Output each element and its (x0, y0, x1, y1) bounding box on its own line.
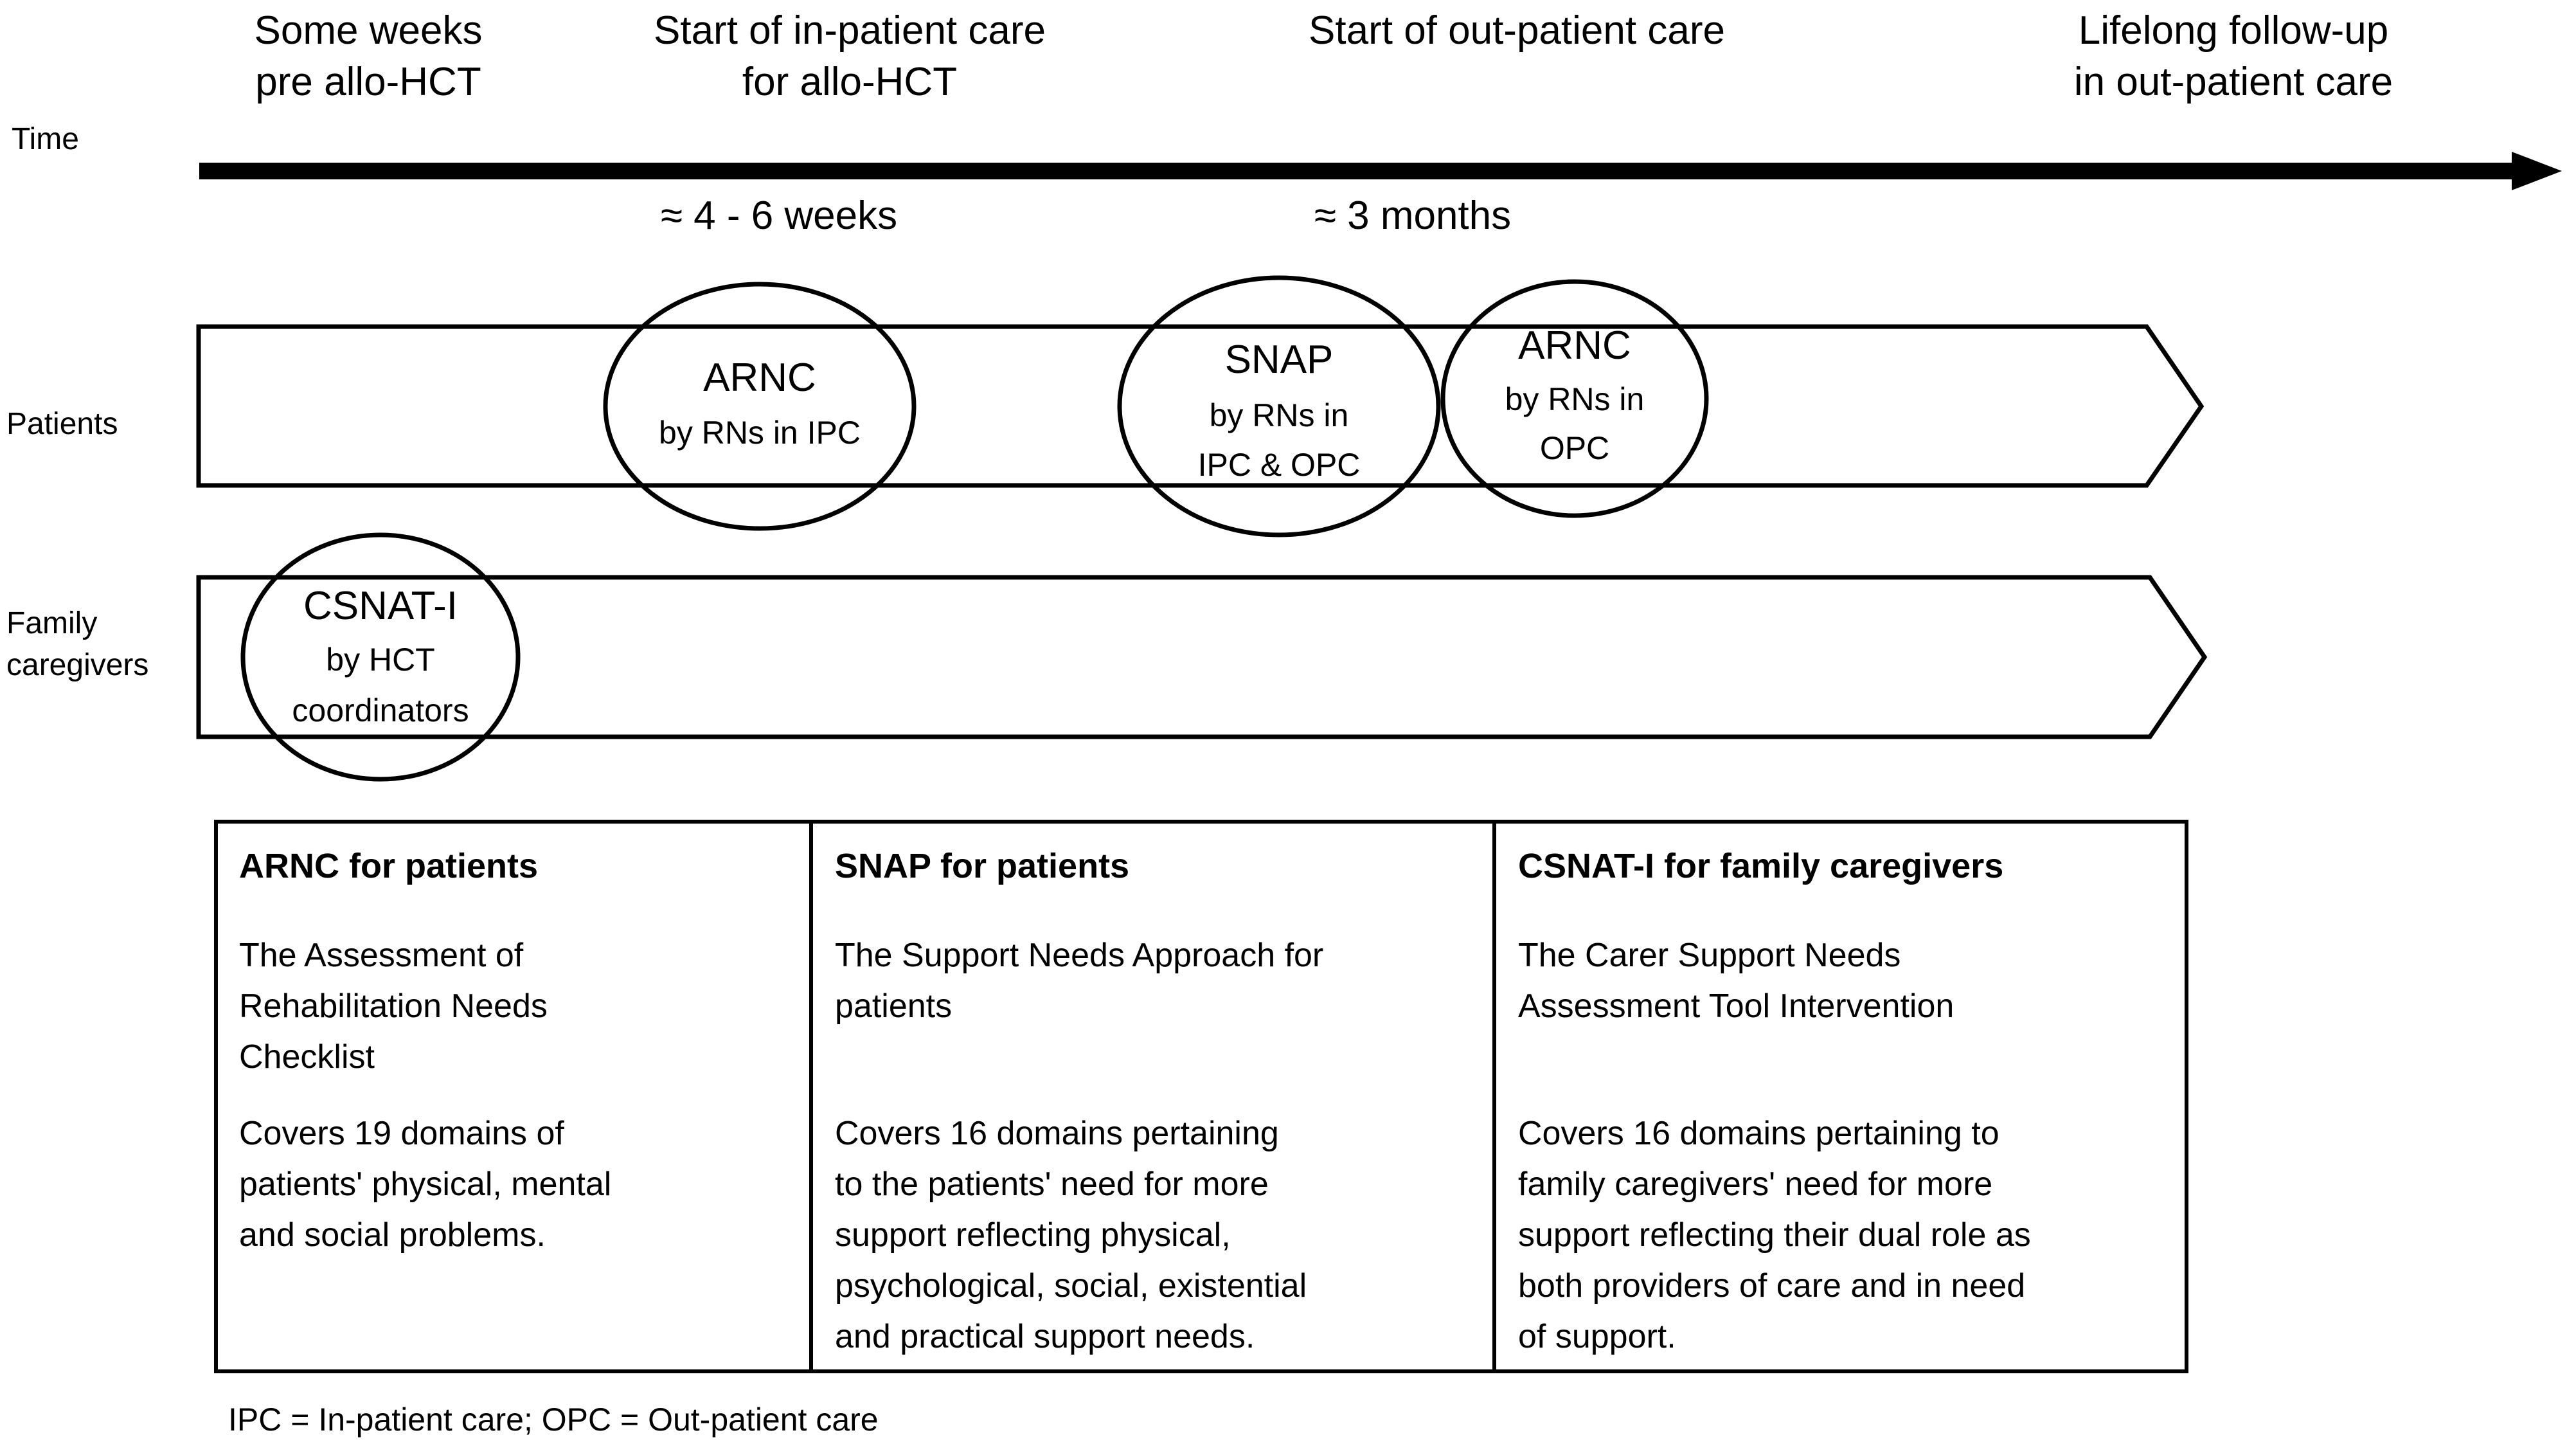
time-arrow (199, 152, 2562, 190)
patients-pathway-arrow (196, 324, 2205, 488)
event-arnc-ipc: ARNC by RNs in IPC (603, 282, 917, 531)
row-label-family-line2: caregivers (6, 648, 148, 682)
milestone-3-line1: Lifelong follow-up (2079, 8, 2389, 53)
row-label-family-line1: Family (6, 606, 97, 640)
table-outer-border (214, 820, 2188, 1373)
intervention-table: ARNC for patients The Assessment of Reha… (214, 820, 2188, 1373)
table-column-arnc-p2-l2: patients' physical, mental (239, 1166, 611, 1203)
table-column-csnat-p2-l3: support reflecting their dual role as (1518, 1216, 2031, 1254)
event-arnc-opc-sub1: by RNs in (1505, 381, 1645, 417)
table-column-arnc-p2-l1: Covers 19 domains of (239, 1115, 564, 1152)
table-column-snap-p2-l3: support reflecting physical, (835, 1216, 1231, 1254)
event-arnc-ipc-sub1: by RNs in IPC (659, 415, 861, 451)
table-column-snap: SNAP for patients The Support Needs Appr… (835, 847, 1323, 1355)
timeline-milestones: Some weeks pre allo-HCT Start of in-pati… (255, 8, 2393, 104)
table-column-csnat: CSNAT-I for family caregivers The Carer … (1518, 847, 2031, 1355)
row-label-patients: Patients (6, 407, 118, 441)
figure-footnote: IPC = In-patient care; OPC = Out-patient… (228, 1402, 879, 1438)
table-column-csnat-p1-l2: Assessment Tool Intervention (1518, 988, 1954, 1025)
table-column-csnat-p2-l1: Covers 16 domains pertaining to (1518, 1115, 1999, 1152)
table-column-arnc-p1-l1: The Assessment of (239, 937, 524, 974)
event-snap-sub2: IPC & OPC (1198, 447, 1361, 483)
table-column-arnc-p1-l3: Checklist (239, 1038, 375, 1076)
milestone-0-line1: Some weeks (255, 8, 483, 53)
event-csnat-i-sub1: by HCT (326, 642, 434, 678)
event-arnc-opc: ARNC by RNs in OPC (1440, 279, 1709, 518)
milestone-0-line2: pre allo-HCT (255, 60, 481, 104)
table-column-snap-p2-l4: psychological, social, existential (835, 1267, 1307, 1304)
event-arnc-opc-sub2: OPC (1540, 430, 1609, 466)
milestone-2-line1: Start of out-patient care (1309, 8, 1725, 53)
milestone-1-line2: for allo-HCT (742, 60, 957, 104)
table-column-arnc-p1-l2: Rehabilitation Needs (239, 988, 548, 1025)
time-arrow-head (2512, 152, 2562, 190)
table-column-snap-p2-l1: Covers 16 domains pertaining (835, 1115, 1279, 1152)
caregivers-pathway-arrow (196, 575, 2208, 739)
event-snap-sub1: by RNs in (1210, 397, 1349, 433)
table-column-snap-p1-l2: patients (835, 988, 952, 1025)
event-csnat-i-sub2: coordinators (292, 692, 469, 728)
table-column-csnat-p2-l2: family caregivers' need for more (1518, 1166, 1992, 1203)
time-axis-label: Time (12, 122, 79, 156)
event-csnat-i: CSNAT-I by HCT coordinators (240, 532, 521, 782)
duration-labels: ≈ 4 - 6 weeks ≈ 3 months (661, 194, 1511, 238)
event-arnc-ipc-title: ARNC (703, 356, 816, 400)
table-column-csnat-p2-l4: both providers of care and in need (1518, 1267, 2025, 1304)
table-column-snap-p1-l1: The Support Needs Approach for (835, 937, 1323, 974)
event-csnat-i-title: CSNAT-I (303, 584, 458, 628)
time-arrow-shaft (199, 163, 2518, 179)
table-column-csnat-p2-l5: of support. (1518, 1318, 1676, 1355)
duration-0-label: ≈ 4 - 6 weeks (661, 194, 897, 238)
duration-1-label: ≈ 3 months (1314, 194, 1511, 238)
event-arnc-opc-ellipse (1440, 279, 1709, 518)
milestone-3-line2: in out-patient care (2074, 60, 2393, 104)
table-column-snap-p2-l2: to the patients' need for more (835, 1166, 1269, 1203)
event-snap: SNAP by RNs in IPC & OPC (1117, 275, 1441, 537)
event-arnc-opc-title: ARNC (1518, 323, 1631, 368)
milestone-1-line1: Start of in-patient care (654, 8, 1046, 53)
table-column-arnc-heading: ARNC for patients (239, 847, 538, 885)
table-column-csnat-heading: CSNAT-I for family caregivers (1518, 847, 2003, 885)
event-snap-ellipse (1117, 275, 1441, 537)
table-column-snap-p2-l5: and practical support needs. (835, 1318, 1255, 1355)
table-column-arnc-p2-l3: and social problems. (239, 1216, 546, 1254)
table-column-snap-heading: SNAP for patients (835, 847, 1129, 885)
table-column-csnat-p1-l1: The Carer Support Needs (1518, 937, 1901, 974)
event-snap-title: SNAP (1225, 338, 1334, 382)
event-csnat-i-ellipse (240, 532, 521, 782)
table-column-arnc: ARNC for patients The Assessment of Reha… (239, 847, 611, 1254)
event-arnc-ipc-ellipse (603, 282, 917, 531)
